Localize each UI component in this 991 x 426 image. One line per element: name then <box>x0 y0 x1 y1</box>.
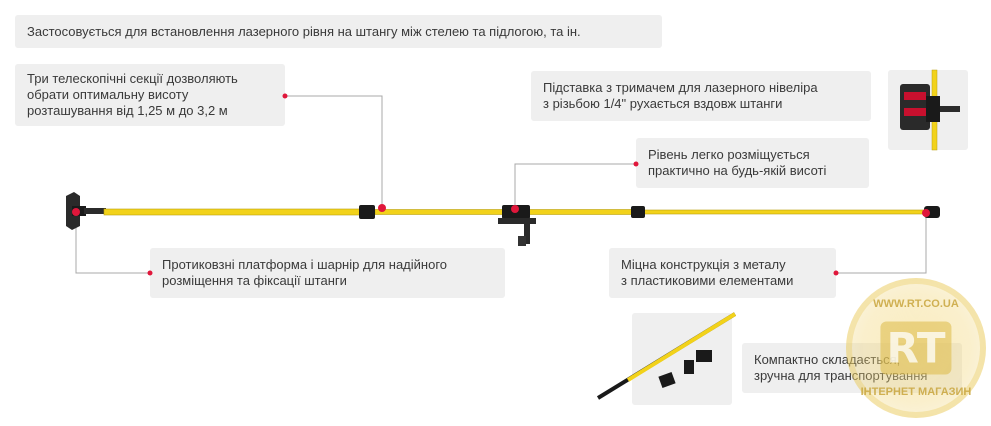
level-line-1: Рівень легко розміщується <box>648 147 810 162</box>
telescopic-line-1: Три телескопічні секції дозволяють <box>27 71 238 86</box>
metal-line-1: Міцна конструкція з металу <box>621 257 786 272</box>
connector-lines <box>75 95 927 274</box>
metal-callout: Міцна конструкція з металу з пластиковим… <box>609 248 836 298</box>
rt-watermark: WWW.RT.CO.UA RT ІНТЕРНЕТ МАГАЗИН <box>846 278 986 418</box>
level-callout: Рівень легко розміщується практично на б… <box>636 138 869 188</box>
telescopic-line-2: обрати оптимальну висоту <box>27 87 189 102</box>
holder-thumbnail-image <box>900 69 960 151</box>
holder-line-2: з різьбою 1/4" рухається вздовж штанги <box>543 96 783 111</box>
telescopic-callout: Три телескопічні секції дозволяють обрат… <box>15 64 285 126</box>
header-text: Застосовується для встановлення лазерног… <box>27 24 581 39</box>
accent-dots <box>72 93 930 276</box>
connector-platform <box>75 222 150 274</box>
section-clamp-1 <box>359 205 375 219</box>
platform-callout: Протиковзні платформа і шарнір для надій… <box>150 248 505 298</box>
connector-telescopic <box>285 95 383 208</box>
metal-line-2: з пластиковими елементами <box>621 273 794 288</box>
level-line-2: практично на будь-якій висоті <box>648 163 827 178</box>
anti-slip-platform <box>66 192 106 230</box>
platform-line-1: Протиковзні платформа і шарнір для надій… <box>162 257 448 272</box>
header-callout: Застосовується для встановлення лазерног… <box>15 15 662 48</box>
watermark-bottom-text: ІНТЕРНЕТ МАГАЗИН <box>860 386 972 398</box>
watermark-logo: RT <box>880 321 952 375</box>
platform-line-2: розміщення та фіксації штанги <box>162 273 347 288</box>
telescopic-line-3: розташування від 1,25 м до 3,2 м <box>27 103 228 118</box>
connector-metal <box>836 218 927 274</box>
compact-set-image <box>596 312 737 400</box>
section-clamp-2 <box>631 206 645 218</box>
connector-level <box>514 163 636 208</box>
watermark-top-text: WWW.RT.CO.UA <box>873 298 959 310</box>
holder-line-1: Підставка з тримачем для лазерного нівел… <box>543 80 818 95</box>
holder-callout: Підставка з тримачем для лазерного нівел… <box>531 71 871 121</box>
